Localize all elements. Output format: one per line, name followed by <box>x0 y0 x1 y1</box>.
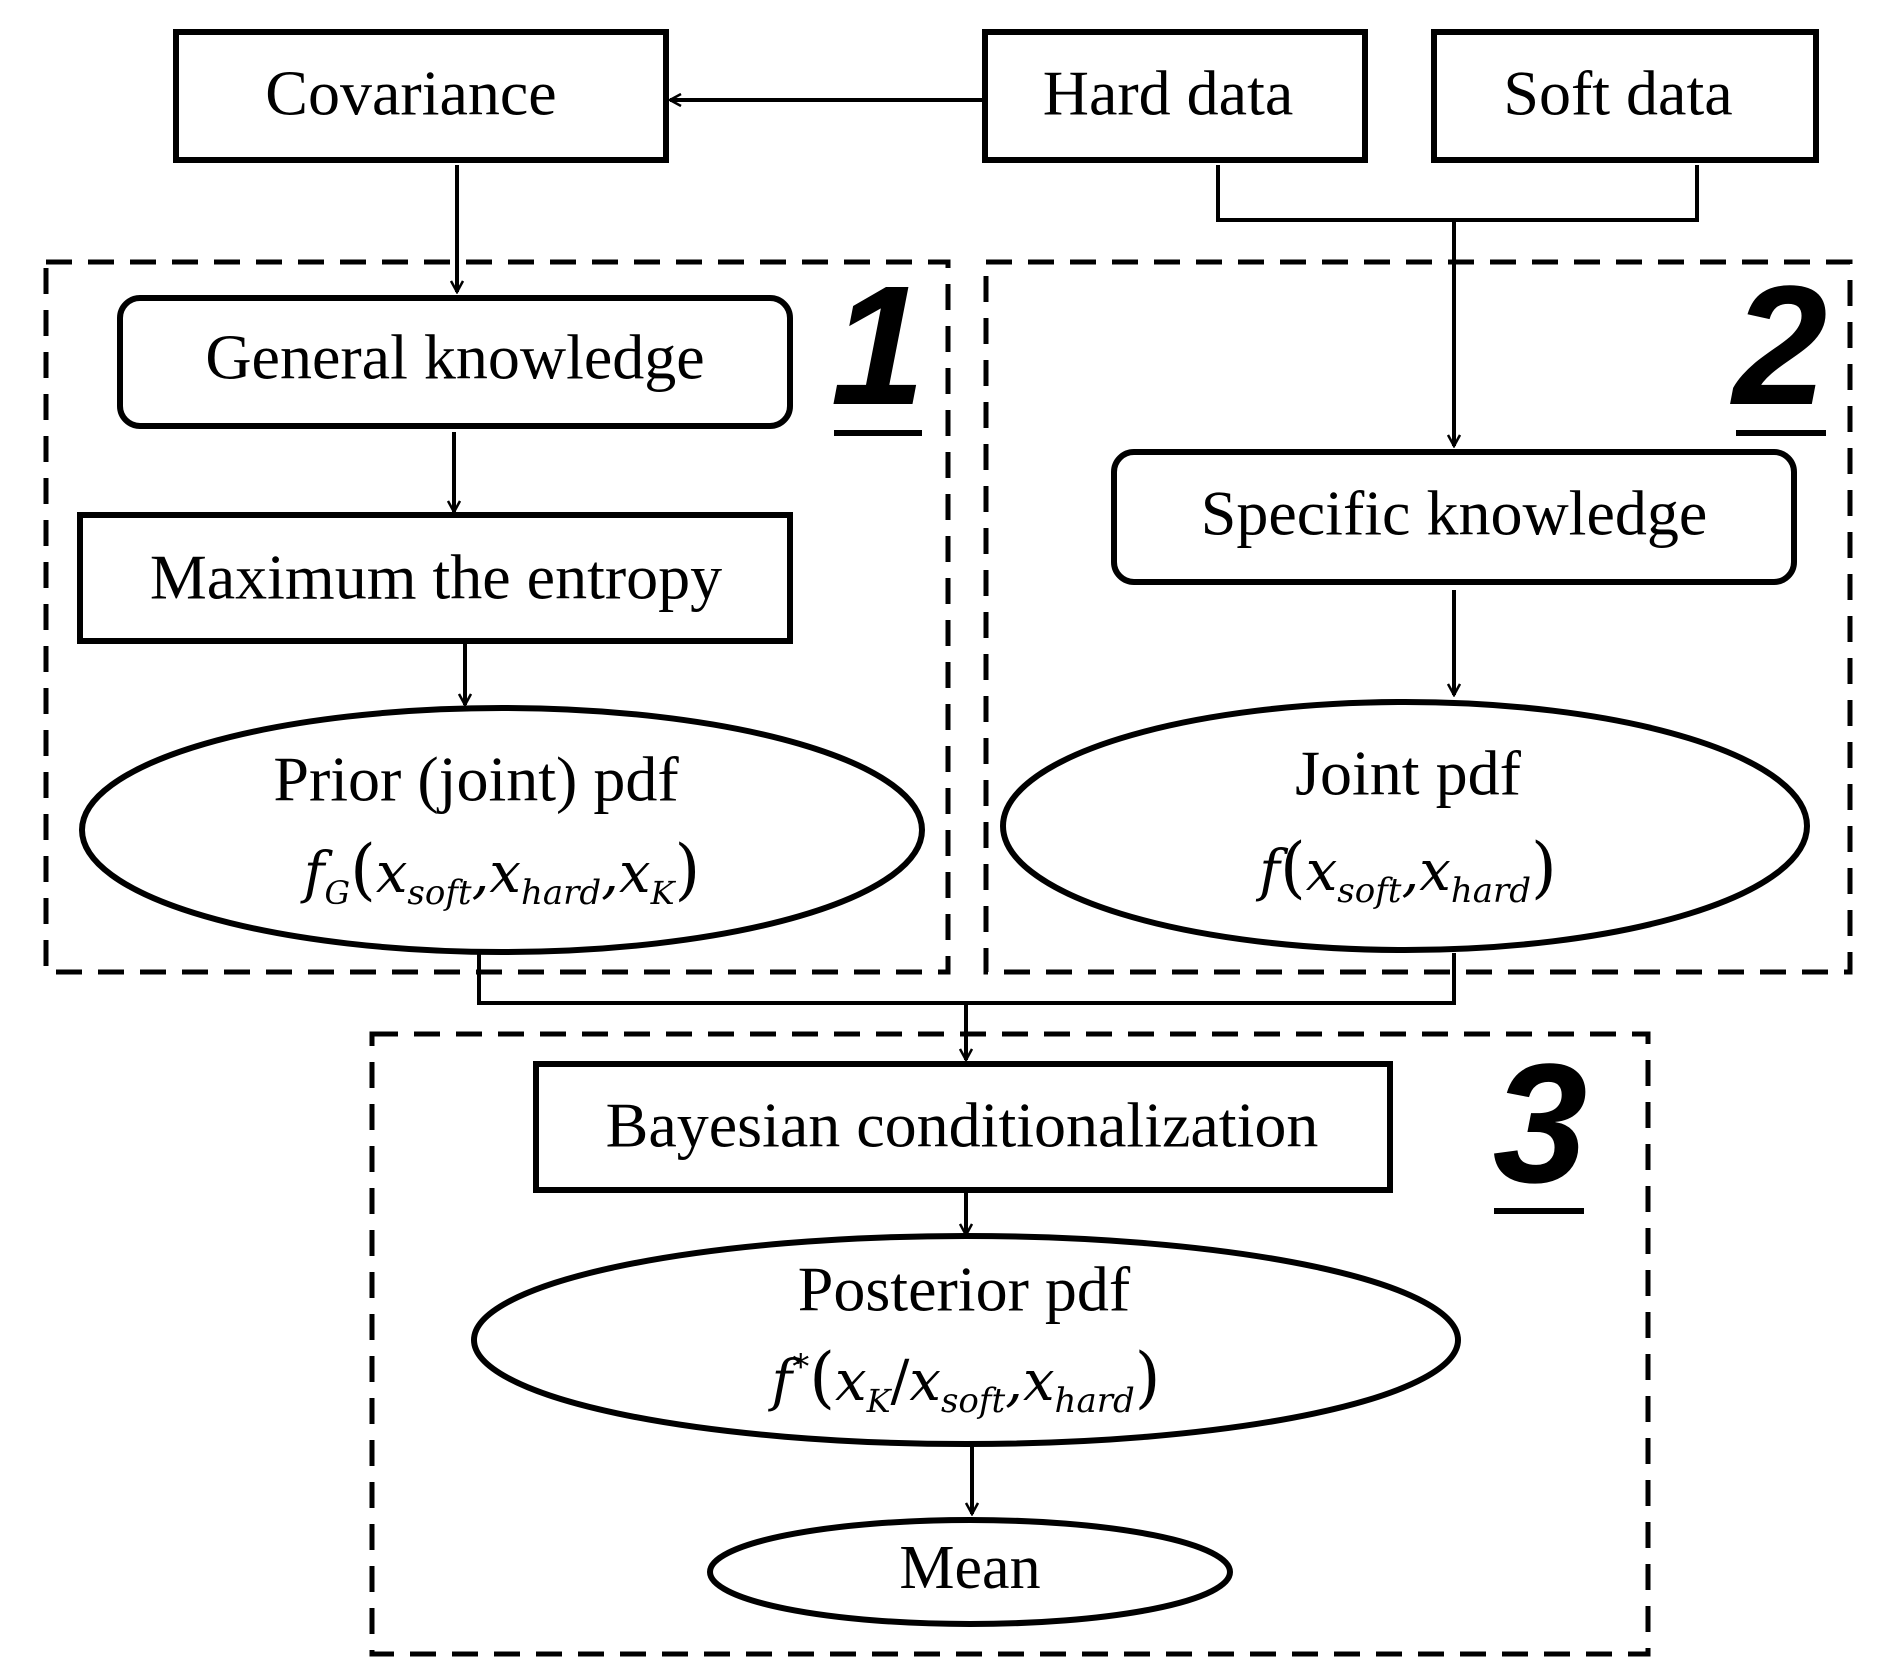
mean-ellipse: Mean <box>707 1517 1233 1627</box>
joint-pdf-formula: f(xsoft,xhard) <box>1255 829 1557 911</box>
group-3-frame <box>369 1031 1651 1657</box>
posterior-pdf-title: Posterior pdf <box>798 1254 1131 1325</box>
group-3-label: 3 <box>1493 1029 1588 1219</box>
group-1-label: 1 <box>831 251 926 441</box>
connector-hard-soft-merge <box>1216 165 1699 222</box>
general-knowledge-box: General knowledge <box>117 295 793 429</box>
covariance-label: Covariance <box>265 58 556 129</box>
group-2-label: 2 <box>1730 251 1828 441</box>
posterior-pdf-ellipse: Posterior pdf f*(xK/xsoft,xhard) <box>471 1233 1461 1447</box>
connector-prior-joint-merge <box>477 953 1456 1005</box>
group-2-frame <box>983 259 1853 975</box>
group-1-number: 1 <box>831 251 926 441</box>
max-entropy-label: Maximum the entropy <box>150 542 722 613</box>
posterior-pdf-formula: f*(xK/xsoft,xhard) <box>768 1339 1161 1421</box>
hard-data-box: Hard data <box>982 29 1368 163</box>
group-2-number: 2 <box>1730 251 1828 441</box>
mean-label: Mean <box>899 1534 1040 1602</box>
group-1-frame <box>43 259 951 975</box>
bayesian-box: Bayesian conditionalization <box>533 1061 1393 1193</box>
specific-knowledge-label: Specific knowledge <box>1201 478 1708 549</box>
general-knowledge-label: General knowledge <box>205 322 704 393</box>
bayesian-label: Bayesian conditionalization <box>606 1090 1319 1161</box>
connectors <box>454 100 1699 1514</box>
soft-data-box: Soft data <box>1431 29 1819 163</box>
prior-pdf-formula: fG(xsoft,xhard,xK) <box>300 831 700 913</box>
group-3-number: 3 <box>1493 1029 1588 1219</box>
hard-data-label: Hard data <box>1043 58 1294 129</box>
prior-pdf-ellipse: Prior (joint) pdf fG(xsoft,xhard,xK) <box>79 705 925 955</box>
max-entropy-box: Maximum the entropy <box>77 512 793 644</box>
soft-data-label: Soft data <box>1503 58 1732 129</box>
prior-pdf-title: Prior (joint) pdf <box>273 744 679 815</box>
specific-knowledge-box: Specific knowledge <box>1111 449 1797 585</box>
covariance-box: Covariance <box>173 29 669 163</box>
joint-pdf-title: Joint pdf <box>1295 738 1521 809</box>
joint-pdf-ellipse: Joint pdf f(xsoft,xhard) <box>1000 699 1810 953</box>
